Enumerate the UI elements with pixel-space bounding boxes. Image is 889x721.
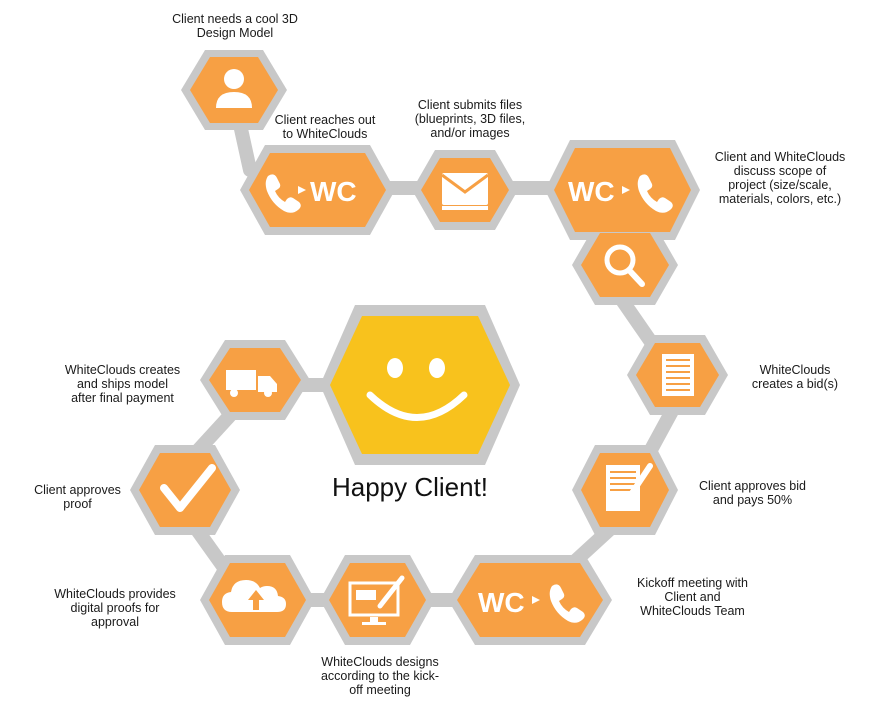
step-need-model-hex (190, 57, 278, 123)
svg-text:WC: WC (568, 176, 615, 207)
magnifier-icon (604, 244, 645, 287)
label-approve-bid: Client approves bid and pays 50% (698, 479, 806, 507)
label-proofs: WhiteClouds provides digital proofs for … (54, 587, 176, 629)
checkmark-icon (160, 464, 216, 512)
cloud-upload-icon (222, 580, 286, 612)
svg-text:WC: WC (310, 176, 357, 207)
label-need-model: Client needs a cool 3D Design Model (172, 12, 298, 40)
happy-hex (330, 316, 510, 454)
label-reach-out: Client reaches out to WhiteClouds (274, 113, 376, 141)
label-kickoff: Kickoff meeting with Client and WhiteClo… (637, 576, 748, 618)
step-review-hex (581, 233, 669, 297)
happy-client-title: Happy Client! (331, 472, 489, 502)
envelope-icon (441, 173, 489, 210)
document-icon (662, 354, 694, 396)
svg-text:WC: WC (478, 587, 525, 618)
label-approve-proof: Client approves proof (34, 483, 121, 511)
smiley-face (366, 358, 468, 421)
user-icon (216, 69, 252, 108)
label-create-bid: WhiteClouds creates a bid(s) (751, 363, 839, 391)
design-monitor-icon (348, 575, 405, 625)
phone-to-wc-icon: WC (265, 174, 357, 213)
label-designs: WhiteClouds designs according to the kic… (320, 655, 440, 697)
wc-to-phone-icon: WC (568, 174, 673, 213)
label-submit-files: Client submits files (blueprints, 3D fil… (414, 98, 526, 140)
label-discuss-scope: Client and WhiteClouds discuss scope of … (714, 150, 846, 206)
label-ship: WhiteClouds creates and ships model afte… (64, 363, 181, 405)
kickoff-wc-to-phone-icon: WC (478, 584, 585, 623)
document-check-icon (606, 463, 653, 511)
truck-icon (226, 370, 277, 397)
